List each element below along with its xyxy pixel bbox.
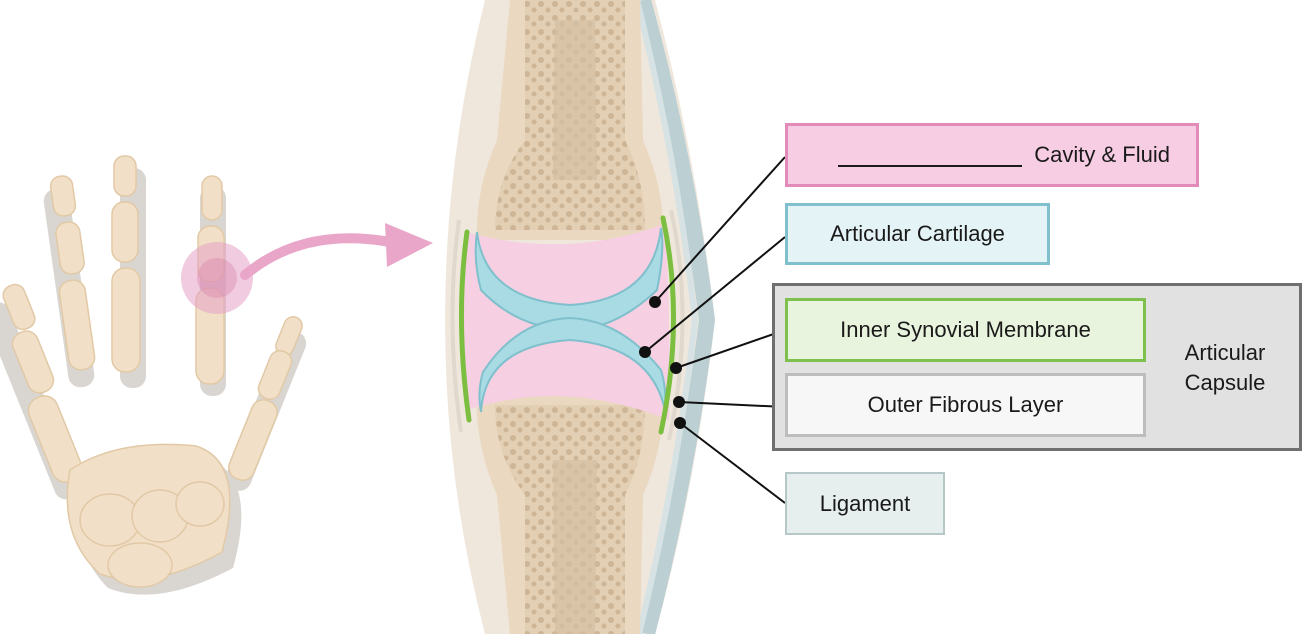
leader-fibrous — [679, 402, 785, 407]
articular-cartilage-text: Articular Cartilage — [830, 221, 1005, 247]
ligament-text: Ligament — [820, 491, 911, 517]
leader-ligament — [680, 423, 785, 503]
articular-capsule-line2: Capsule — [1150, 368, 1300, 398]
cavity-blank — [838, 143, 1022, 167]
outer-fibrous-layer-text: Outer Fibrous Layer — [868, 392, 1064, 418]
ligament-label: Ligament — [785, 472, 945, 535]
inner-synovial-membrane-text: Inner Synovial Membrane — [840, 317, 1091, 343]
outer-fibrous-layer-label: Outer Fibrous Layer — [785, 373, 1146, 437]
articular-capsule-line1: Articular — [1150, 338, 1300, 368]
inner-synovial-membrane-label: Inner Synovial Membrane — [785, 298, 1146, 362]
articular-cartilage-label: Articular Cartilage — [785, 203, 1050, 265]
leader-cartilage — [645, 237, 785, 352]
cavity-fluid-text: Cavity & Fluid — [1034, 142, 1170, 168]
leader-synovial — [676, 330, 785, 368]
cavity-fluid-label: Cavity & Fluid — [785, 123, 1199, 187]
articular-capsule-label: Articular Capsule — [1150, 338, 1300, 398]
leader-cavity — [655, 157, 785, 302]
